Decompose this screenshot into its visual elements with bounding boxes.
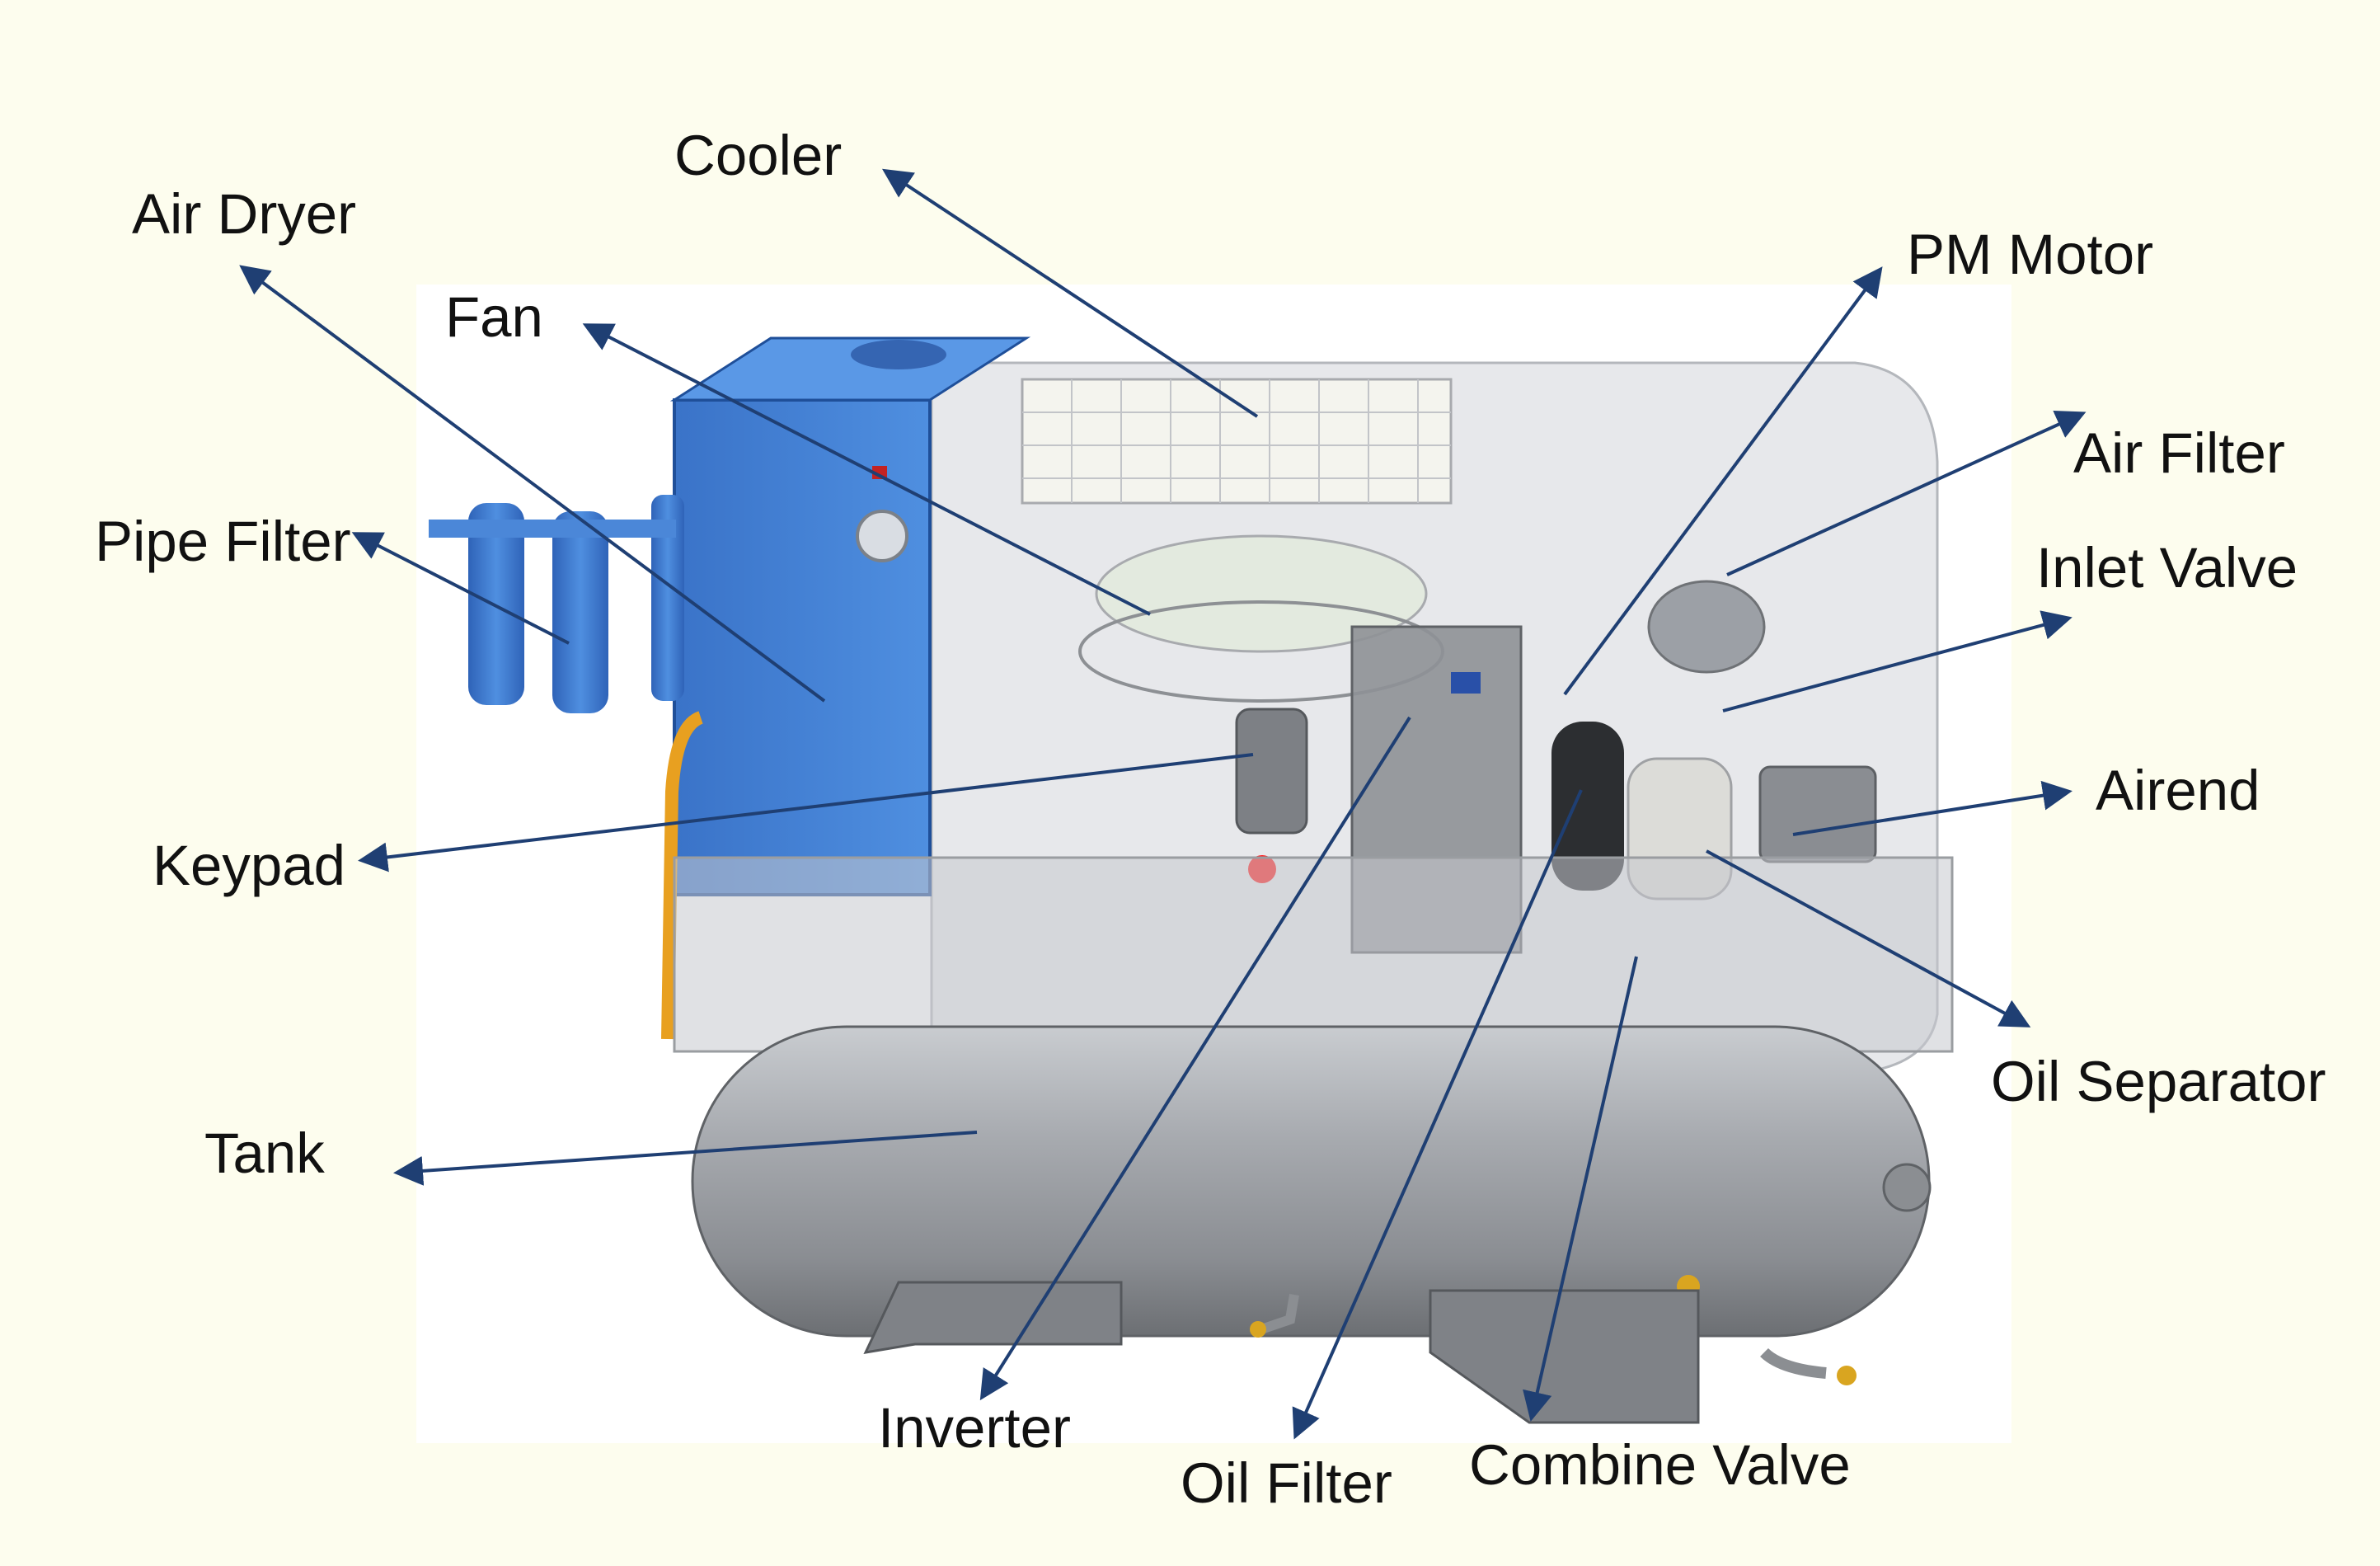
arrow-airend	[1792, 780, 2073, 836]
lower-frame	[673, 856, 1954, 1053]
arrow-oil-separator	[1706, 849, 2031, 1028]
fan-blades	[1095, 534, 1428, 653]
arrow-oil-filter	[1292, 789, 1583, 1440]
tank-body	[691, 1025, 1931, 1338]
label-air-filter: Air Filter	[2073, 421, 2285, 485]
label-combine-valve: Combine Valve	[1469, 1433, 1851, 1497]
airend-block	[1758, 765, 1877, 863]
arrow-air-dryer	[239, 265, 826, 703]
tank-foot-right	[1429, 1289, 1700, 1424]
arrow-keypad	[358, 753, 1254, 872]
label-oil-separator: Oil Separator	[1991, 1050, 2326, 1113]
label-fan: Fan	[445, 285, 543, 349]
tank-foot-left	[863, 1281, 1123, 1354]
arrow-combine-valve	[1523, 956, 1638, 1422]
arrow-air-filter	[1726, 410, 2087, 576]
label-tank: Tank	[204, 1122, 325, 1185]
arrow-tank	[393, 1131, 978, 1186]
label-pipe-filter: Pipe Filter	[95, 510, 351, 573]
label-keypad: Keypad	[153, 834, 345, 897]
label-air-dryer: Air Dryer	[132, 182, 356, 246]
arrow-pipe-filter	[351, 532, 570, 645]
label-oil-filter: Oil Filter	[1181, 1451, 1392, 1515]
label-cooler: Cooler	[674, 124, 842, 187]
arrow-fan	[582, 323, 1151, 616]
air-filter-housing	[1647, 580, 1766, 674]
arrow-cooler	[881, 168, 1259, 418]
keypad-device	[1235, 708, 1308, 835]
compressor-illustration	[429, 336, 1954, 1424]
air-dryer-cabinet	[673, 398, 932, 896]
label-inverter: Inverter	[878, 1396, 1071, 1460]
pipe-filters	[429, 495, 684, 713]
arrow-pm-motor	[1563, 266, 1883, 696]
arrow-inverter	[979, 716, 1411, 1401]
label-inlet-valve: Inlet Valve	[2036, 536, 2298, 600]
arrow-inlet-valve	[1722, 610, 2073, 712]
cooler-core	[1021, 378, 1453, 505]
label-pm-motor: PM Motor	[1907, 223, 2153, 286]
orange-hose	[661, 711, 704, 1040]
label-airend: Airend	[2096, 759, 2260, 822]
oil-filter-canister	[1551, 722, 1624, 891]
